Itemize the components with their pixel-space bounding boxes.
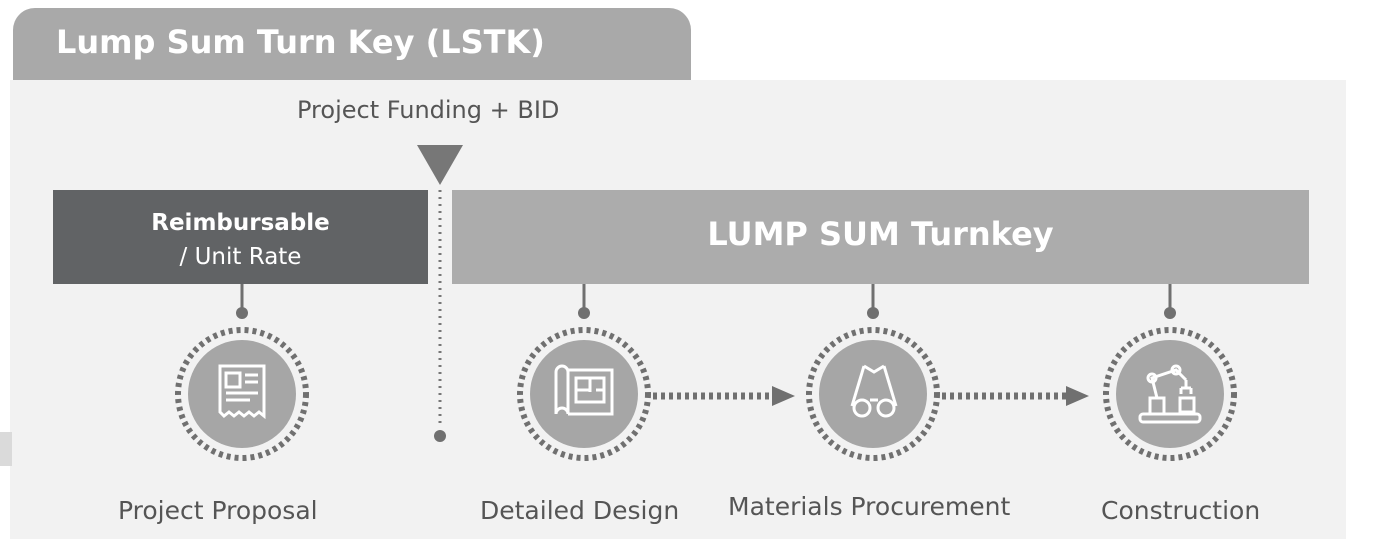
robot-arm-icon [1138, 364, 1202, 424]
step-procurement-node [806, 327, 940, 461]
unit-rate-label: / Unit Rate [179, 244, 302, 270]
lump-sum-phase-box: LUMP SUM Turnkey [452, 190, 1309, 284]
step-label-construction: Construction [1101, 496, 1261, 525]
step-construction-node [1103, 327, 1237, 461]
step-proposal-node [175, 327, 309, 461]
blueprint-icon [554, 364, 614, 416]
step-label-proposal: Project Proposal [118, 496, 318, 525]
arrow-design-to-procurement [653, 386, 795, 406]
arrow-procurement-to-construction [942, 386, 1089, 406]
document-icon [218, 364, 266, 420]
funding-milestone-label: Project Funding + BID [297, 96, 560, 124]
connector-design [578, 284, 590, 319]
milestone-triangle-icon [417, 145, 463, 185]
connector-construction [1164, 284, 1176, 319]
reimbursable-phase-box: Reimbursable / Unit Rate [53, 190, 428, 284]
step-label-procurement: Materials Procurement [728, 492, 1011, 521]
connector-procurement [867, 284, 879, 319]
reimbursable-label: Reimbursable [151, 210, 330, 236]
step-design-node [517, 327, 651, 461]
milestone-end-dot [434, 430, 446, 442]
diagram-title: Lump Sum Turn Key (LSTK) [56, 23, 545, 61]
diagram-panel [10, 80, 1346, 539]
title-tab [13, 8, 691, 82]
connector-proposal [236, 284, 248, 319]
edge-marker [0, 432, 12, 466]
lump-sum-label: LUMP SUM Turnkey [707, 215, 1054, 253]
procurement-icon [850, 364, 898, 418]
step-label-design: Detailed Design [480, 496, 680, 525]
